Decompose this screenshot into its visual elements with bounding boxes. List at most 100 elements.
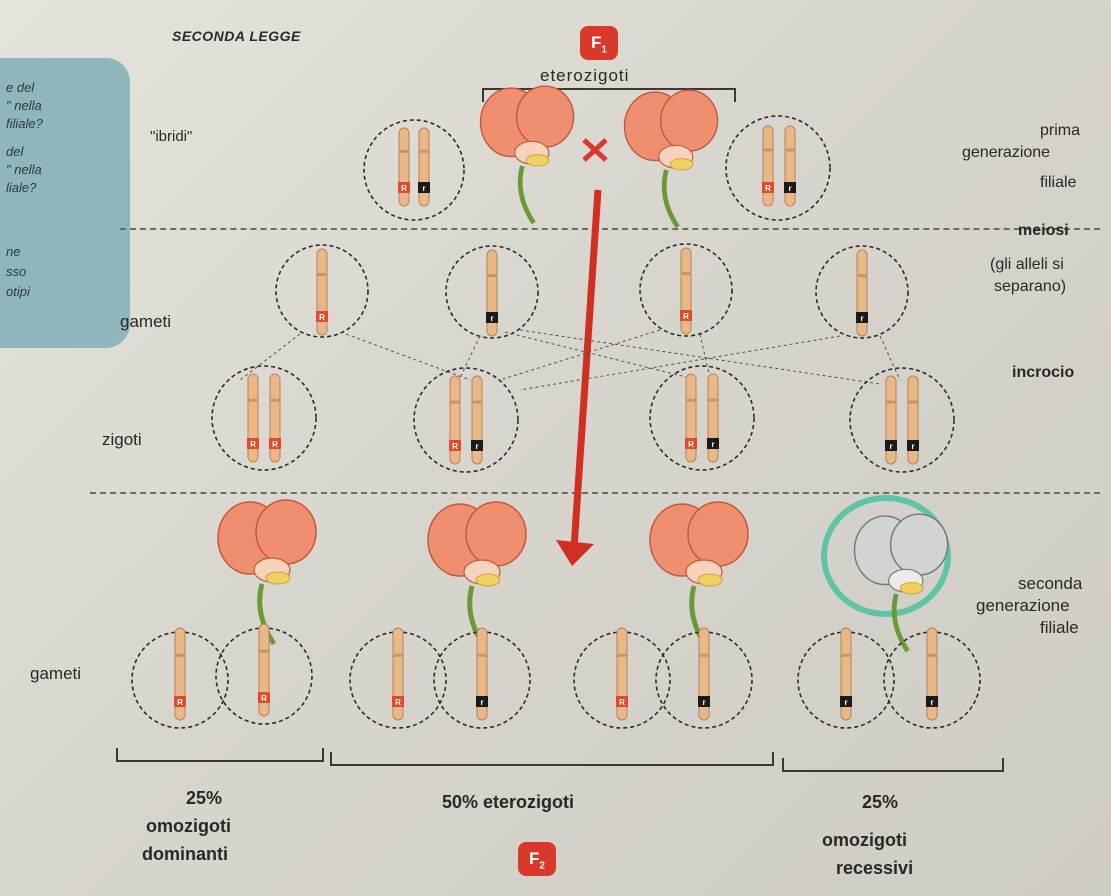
allele-label: r <box>911 442 914 451</box>
f2-badge-letter: F <box>529 849 540 868</box>
meiosi-note-line1: (gli alleli si <box>990 256 1064 273</box>
f1-right-chromosome-1: R <box>762 125 774 207</box>
zygote-cell <box>211 365 317 471</box>
recessive-allele-band <box>784 182 796 193</box>
zygote-chromosome-1: R <box>449 375 461 465</box>
gamete-chromosome: R <box>316 248 328 336</box>
meiosi-divider <box>120 228 1100 230</box>
sidebar-line: filiale? <box>6 116 43 131</box>
allele-label: R <box>452 442 458 451</box>
chromosome-centromere <box>419 149 429 153</box>
eterozigoti-label: eterozigoti <box>540 66 630 85</box>
f2-gamete-chromosome: R <box>174 627 186 721</box>
recessive-highlight-ring <box>821 495 951 617</box>
f2-flower-3 <box>649 501 749 648</box>
chromosome-centromere <box>681 272 691 276</box>
ibridi-label: "ibridi" <box>150 128 193 145</box>
result-dominant-line2: dominanti <box>142 844 228 864</box>
sidebar-line: ne <box>6 244 21 259</box>
f1-cell-right <box>725 115 831 221</box>
cross-line <box>519 329 881 385</box>
allele-label: R <box>619 698 625 707</box>
chromosome-centromere <box>699 653 709 657</box>
f1-right-chromosome-2: r <box>784 125 796 207</box>
dominant-allele-band <box>174 696 186 707</box>
chromosome-centromere <box>393 653 403 657</box>
chromosome-centromere <box>886 400 896 404</box>
chromosome-centromere <box>472 400 482 404</box>
zygote-cell <box>649 365 755 471</box>
flower-calyx <box>525 154 550 167</box>
recessive-allele-band <box>471 440 483 451</box>
allele-label: R <box>401 184 407 193</box>
result-dominant-line1: omozigoti <box>146 816 231 836</box>
dominant-allele-band <box>449 440 461 451</box>
dominant-allele-band <box>685 438 697 449</box>
allele-label: R <box>319 313 325 322</box>
chromosome-centromere <box>908 400 918 404</box>
allele-label: r <box>702 698 705 707</box>
f1-bracket <box>482 88 736 102</box>
allele-label: r <box>930 698 933 707</box>
allele-label: R <box>683 312 689 321</box>
result-recessive-line2: recessivi <box>836 858 914 878</box>
cross-symbol-b <box>582 138 608 162</box>
dominant-allele-band <box>392 696 404 707</box>
f2-flower-1 <box>217 499 317 646</box>
f2-badge: F2 <box>518 842 556 876</box>
cross-line <box>519 335 841 391</box>
gamete-chromosome: r <box>486 249 498 337</box>
chromosome-body <box>316 248 328 336</box>
f2-gamete-chromosome: R <box>392 627 404 721</box>
generazione-label: generazione <box>962 144 1051 161</box>
chromosome-body <box>418 127 430 207</box>
chromosome-centromere <box>686 398 696 402</box>
chromosome-body <box>398 127 410 207</box>
gameti-label-bottom: gameti <box>30 664 82 683</box>
dominant-allele-band <box>247 438 259 449</box>
chromosome-centromere <box>317 273 327 277</box>
gamete-cell <box>445 245 539 339</box>
zygote-cell <box>849 367 955 473</box>
chromosome-centromere <box>270 398 280 402</box>
f1-parent-flower-left <box>479 85 575 225</box>
chromosome-centromere <box>857 274 867 278</box>
result-hetero-percent: 50% eterozigoti <box>442 792 575 812</box>
arrow-head <box>556 540 594 566</box>
allele-label: r <box>480 698 483 707</box>
f1-left-chromosome-2: r <box>418 127 430 207</box>
sidebar-line: del <box>6 144 24 159</box>
f2-badge-sub: 2 <box>539 860 545 872</box>
f1-parent-flower-right <box>623 89 719 229</box>
result-bracket-recessive <box>782 758 1004 772</box>
generazione2-label: generazione <box>976 596 1070 615</box>
chromosome-centromere <box>450 400 460 404</box>
recessive-allele-band <box>885 440 897 451</box>
dominant-allele-band <box>680 310 692 321</box>
zygote-chromosome-2: R <box>269 373 281 463</box>
arrow-shaft <box>570 189 602 549</box>
chromosome-centromere <box>708 398 718 402</box>
sidebar-line: otipi <box>6 284 30 299</box>
flower-stem <box>517 165 536 225</box>
flower-stem <box>891 593 910 653</box>
f2-gamete-chromosome: r <box>698 627 710 721</box>
f2-gamete-chromosome: R <box>616 627 628 721</box>
f2-gamete-chromosome: R <box>258 623 270 717</box>
f2-gamete-chromosome: r <box>476 627 488 721</box>
allele-label: R <box>272 440 278 449</box>
dominant-allele-band <box>316 311 328 322</box>
result-bracket-hetero <box>330 752 774 766</box>
flower-petal-right <box>255 499 317 565</box>
chromosome-body <box>856 249 868 337</box>
allele-label: R <box>688 440 694 449</box>
flower-calyx <box>669 158 694 171</box>
gamete-cell <box>639 243 733 337</box>
flower-stem <box>661 169 680 229</box>
flower-petal-right <box>889 513 949 576</box>
chromosome-centromere <box>399 149 409 153</box>
cross-line <box>499 329 661 381</box>
cross-line <box>239 333 301 381</box>
